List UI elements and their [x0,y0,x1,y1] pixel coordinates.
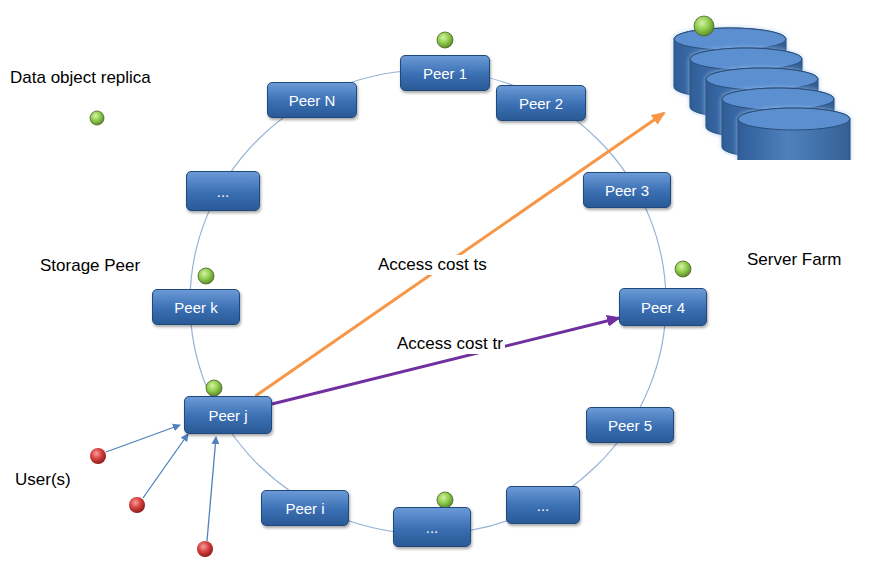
edge-label: Access cost ts [376,255,489,275]
replica-dot [198,268,214,284]
peer-label: Peer 3 [605,182,649,199]
peer-label: Peer 1 [423,65,467,82]
peer-box: Peer 2 [496,85,586,121]
peer-label: Peer j [208,407,247,424]
peer-box: Peer 4 [619,288,707,326]
peer-box: Peer i [261,490,349,526]
user-dot [129,497,145,513]
peer-ring [190,70,666,534]
peer-box: Peer j [184,396,272,434]
peer-label: ... [217,183,230,200]
peer-label: Peer 4 [641,299,685,316]
peer-label: ... [426,519,439,536]
peer-label: ... [537,497,550,514]
peer-label: Peer N [289,92,336,109]
peer-box: Peer 1 [400,55,490,91]
peer-label: Peer 5 [608,417,652,434]
server-farm-illustration [664,12,878,160]
replica-dot [90,111,104,125]
access-arrow [272,318,619,404]
text-label: Storage Peer [40,256,140,276]
server-farm: Server Farm [664,12,878,160]
peer-box: Peer 3 [583,172,671,208]
replica-dot [206,380,222,396]
peer-box: Peer k [152,289,240,325]
peer-label: Peer k [174,299,217,316]
peer-box: Peer N [267,82,357,118]
peer-box: Peer 5 [586,407,674,443]
edge-label: Access cost tr [395,334,505,354]
peer-label: Peer 2 [519,95,563,112]
user-arrow [106,425,180,452]
user-arrow [207,437,216,541]
replica-dot [437,492,453,508]
peer-label: Peer i [285,500,324,517]
replica-dot [675,261,691,277]
user-dot [197,541,213,557]
user-dot [90,448,106,464]
peer-box: ... [506,486,580,524]
server-farm-label: Server Farm [747,250,841,270]
legend-text: Data object replica [10,68,151,88]
user-arrow [143,434,188,498]
peer-box: ... [393,507,471,547]
replica-dot [437,32,453,48]
peer-box: ... [186,171,260,211]
access-arrow [255,113,664,396]
text-label: User(s) [15,470,71,490]
